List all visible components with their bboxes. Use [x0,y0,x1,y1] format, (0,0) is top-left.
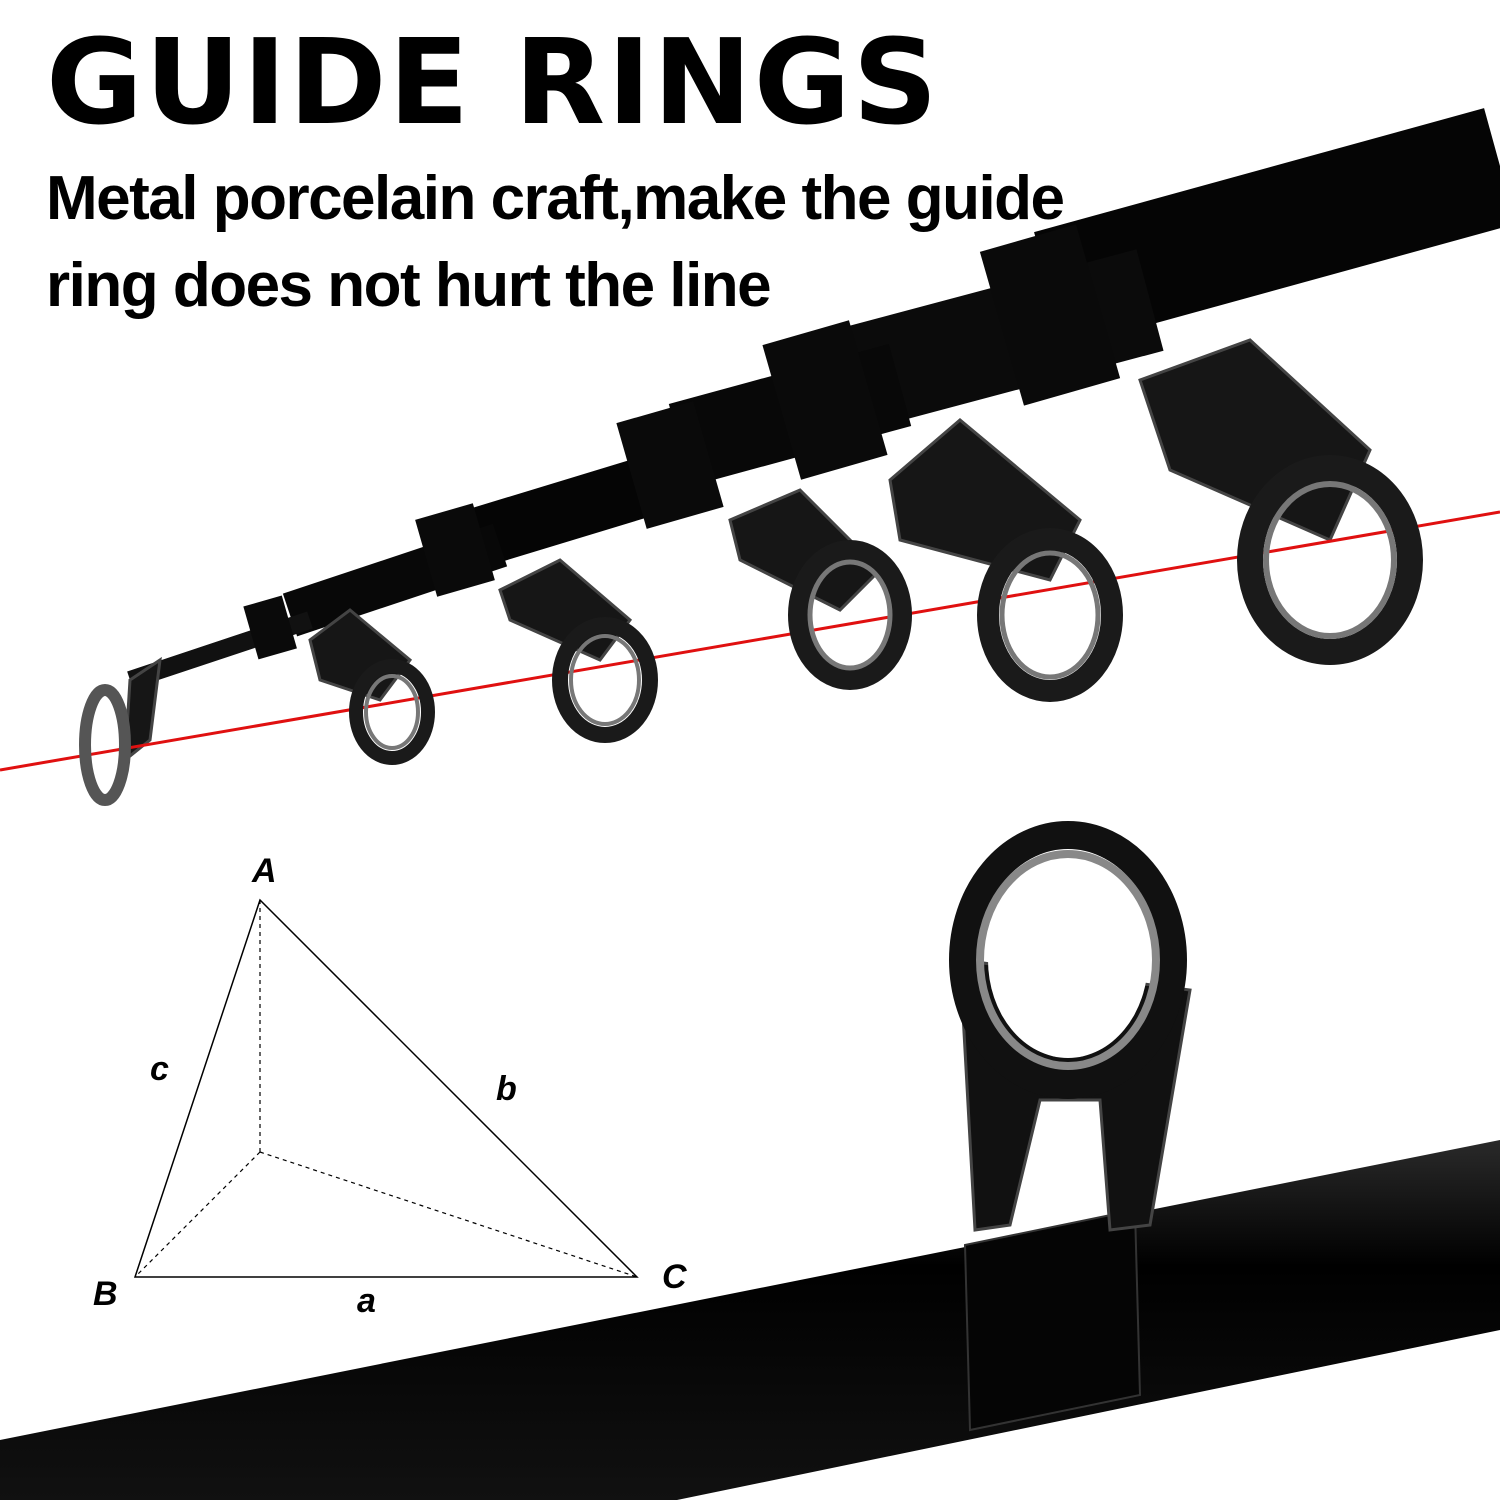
subtitle-line-2: ring does not hurt the line [46,251,772,320]
side-label-a: a [357,1282,376,1320]
rod-closeup [0,821,1500,1500]
subtitle-line-1: Metal porcelain craft,make the guide [46,164,1065,233]
side-label-c: c [150,1050,169,1088]
page-title: GUIDE RINGS [46,13,940,151]
vertex-label-a: A [252,852,277,890]
vertex-label-c: C [662,1258,687,1296]
vertex-label-b: B [93,1275,118,1313]
side-label-b: b [496,1070,517,1108]
triangle-diagram [133,898,639,1278]
guide-rings [79,455,1423,806]
